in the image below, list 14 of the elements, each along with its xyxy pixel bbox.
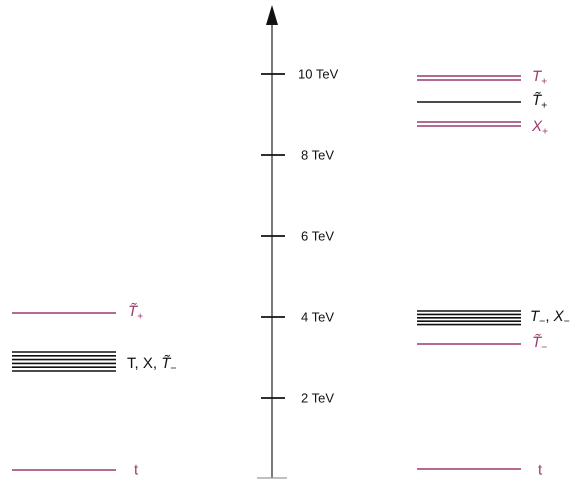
level-label: X$_{+}$	[532, 118, 548, 138]
level-label: T$_{+}$	[532, 68, 548, 88]
level-label: T̃$_{−}$	[532, 334, 548, 354]
tick-label: 8 TeV	[301, 148, 334, 162]
tick-label: 4 TeV	[301, 310, 334, 324]
level-label: T, X, T̃$_{−}$	[127, 356, 176, 374]
level-label: T$_{−}$, X$_{−}$	[530, 308, 570, 328]
level-label: t	[538, 462, 542, 478]
level-label: t	[134, 462, 138, 478]
level-label: T̃$_{+}$	[532, 92, 548, 112]
tick-label: 6 TeV	[301, 230, 334, 242]
tick-label: 10 TeV	[298, 68, 338, 80]
level-label: T̃$_{+}$	[128, 304, 144, 322]
tick-label: 2 TeV	[301, 392, 334, 404]
